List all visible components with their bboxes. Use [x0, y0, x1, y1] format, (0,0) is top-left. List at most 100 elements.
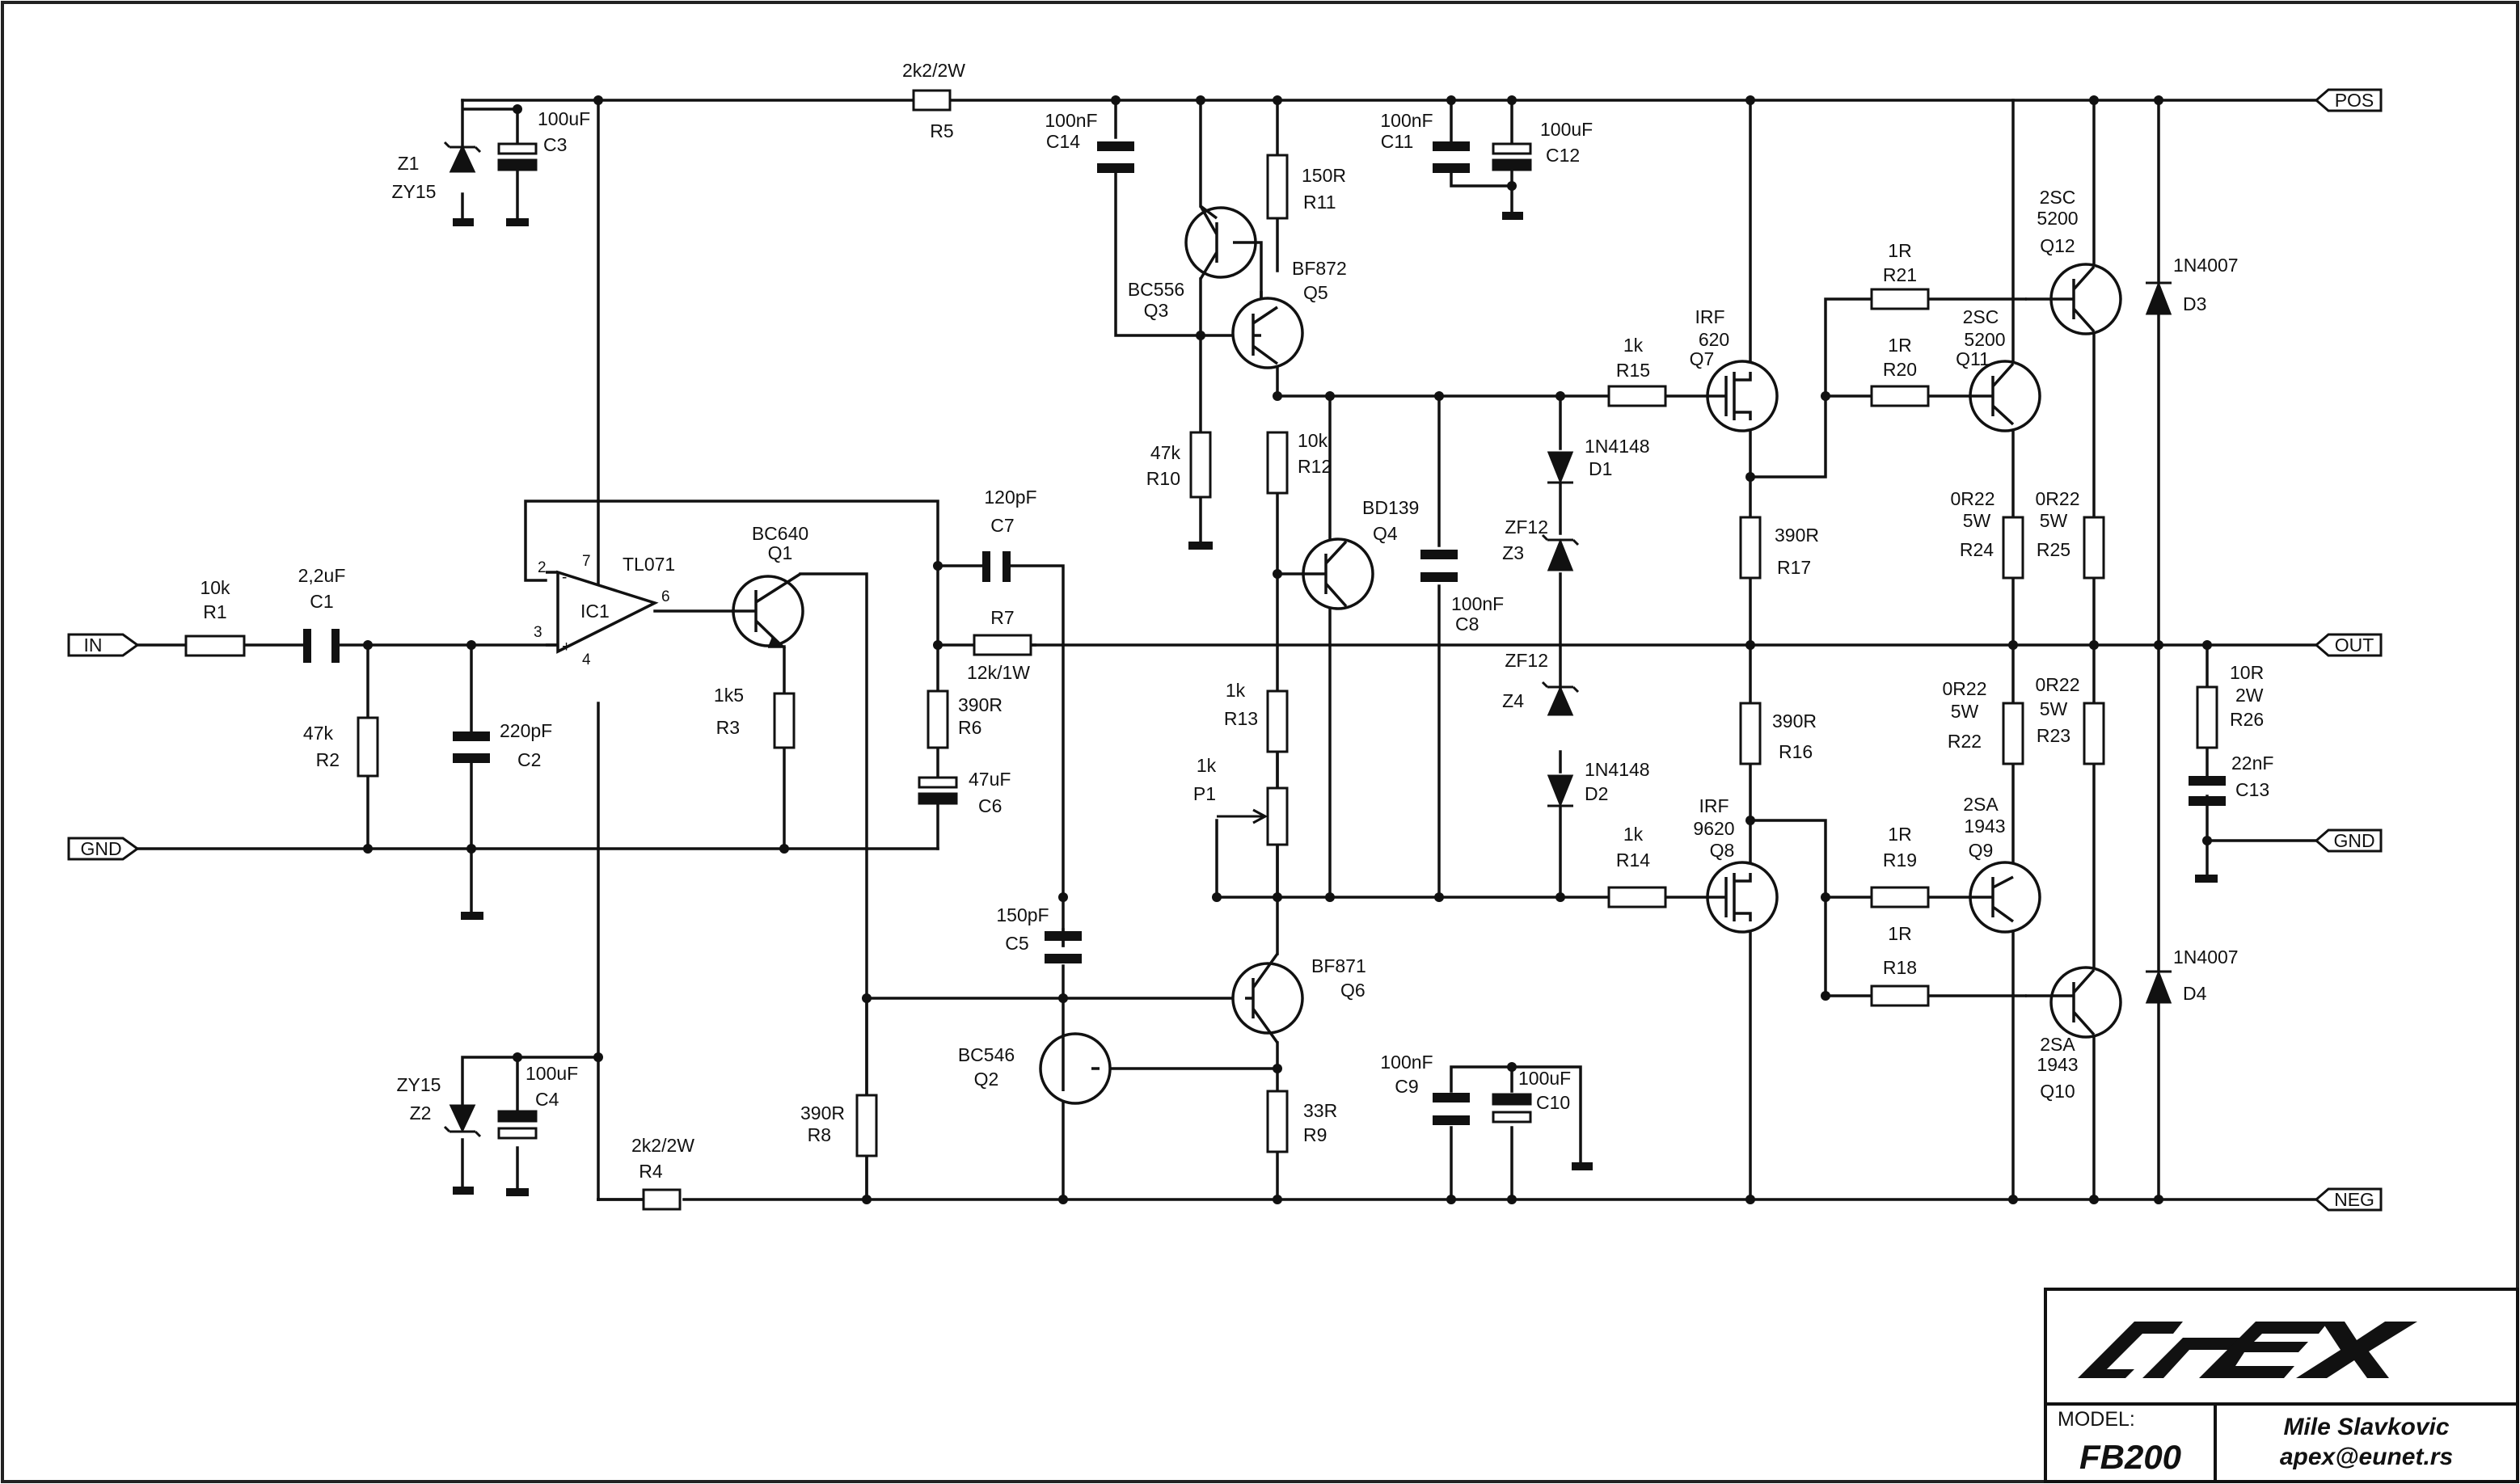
resistor-r16 — [1739, 702, 1762, 765]
zener-z4 — [1541, 681, 1580, 716]
label-schematic-components-d3-value: 1N4007 — [2173, 255, 2239, 276]
label-schematic-components-r13-value: 1k — [1226, 680, 1246, 701]
capacitors — [303, 141, 2226, 1125]
label-schematic-components-d3-ref: D3 — [2183, 293, 2206, 314]
label-schematic-opamp-pin_inv: 2 — [538, 559, 547, 576]
label-schematic-components-q10-ref: Q10 — [2040, 1081, 2075, 1102]
label-schematic-components-z1-value: ZY15 — [392, 181, 437, 202]
potentiometer-p1 — [1266, 786, 1289, 846]
capacitor-c11 — [1433, 141, 1470, 151]
label-schematic-components-q9-value2: 1943 — [1964, 816, 2005, 837]
label-schematic-components-c8-value: 100nF — [1451, 593, 1504, 614]
label-schematic-components-r9-value: 33R — [1303, 1100, 1337, 1121]
label-schematic-components-c7-ref: C7 — [990, 515, 1014, 536]
capacitor-c8 — [1420, 550, 1458, 559]
label-schematic-opamp-ref: IC1 — [580, 601, 610, 622]
label-schematic-components-d2-value: 1N4148 — [1585, 759, 1650, 780]
label-schematic-components-r11-value: 150R — [1302, 165, 1346, 186]
capacitor-c13 — [2189, 776, 2226, 786]
label-schematic-components-r12-value: 10k — [1298, 430, 1328, 451]
label-schematic-components-r19-ref: R19 — [1883, 850, 1917, 871]
label-schematic-ports-out: OUT — [2335, 634, 2374, 656]
resistor-r26 — [2196, 685, 2218, 749]
resistor-r9 — [1266, 1090, 1289, 1153]
label-schematic-components-r24-value2: 5W — [1963, 510, 1991, 531]
resistor-r15 — [1607, 385, 1667, 407]
capacitor-c4 — [497, 1110, 538, 1140]
label-schematic-components-c8-ref: C8 — [1455, 613, 1479, 634]
transistor-q4 — [1302, 538, 1374, 610]
label-schematic-components-c9-value: 100nF — [1380, 1052, 1433, 1073]
label-schematic-components-c6-value: 47uF — [969, 769, 1011, 790]
label-schematic-components-z1-ref: Z1 — [398, 153, 420, 174]
label-schematic-components-r2-value: 47k — [303, 723, 334, 744]
diode-d2 — [1547, 774, 1574, 808]
resistor-r18 — [1870, 984, 1930, 1007]
mosfet-q8 — [1706, 861, 1779, 934]
label-schematic-components-z3-ref: Z3 — [1502, 542, 1524, 563]
resistor-r12 — [1266, 431, 1289, 495]
label-schematic-components-q7-value1: IRF — [1695, 306, 1724, 327]
label-schematic-components-r6-value: 390R — [958, 694, 1003, 715]
junction-dots — [363, 95, 2212, 1204]
title-block: MODEL: FB200 Mile Slavkovic apex@eunet.r… — [2044, 1288, 2519, 1483]
label-schematic-components-r26-value2: 2W — [2235, 685, 2264, 706]
label-schematic-components-r9-ref: R9 — [1303, 1124, 1327, 1145]
label-schematic-components-q8-ref: Q8 — [1710, 840, 1735, 861]
label-schematic-components-r22-value1: 0R22 — [1943, 678, 1987, 699]
mosfet-q7 — [1706, 360, 1779, 432]
label-schematic-components-c10-value: 100uF — [1518, 1068, 1571, 1089]
diodes — [443, 141, 2172, 1138]
opamp-ic1: IC1 TL071 2 3 6 7 4 - + — [534, 553, 675, 668]
zener-z2 — [443, 1104, 482, 1138]
label-schematic-components-q4-value: BD139 — [1362, 497, 1419, 518]
label-schematic-components-c7-value: 120pF — [984, 487, 1036, 508]
label-schematic-components-c2-value: 220pF — [500, 720, 552, 741]
label-schematic-components-c1-value: 2,2uF — [298, 565, 346, 586]
resistor-r19 — [1870, 886, 1930, 909]
label-schematic-components-r13-ref: R13 — [1224, 708, 1258, 729]
label-schematic-ports-gnd_right: GND — [2333, 830, 2374, 851]
label-schematic-components-r23-value2: 5W — [2040, 698, 2068, 719]
resistor-r22 — [2002, 702, 2024, 765]
label-schematic-components-r21-ref: R21 — [1883, 264, 1917, 285]
transistors — [732, 204, 2122, 1105]
label-schematic-components-r18-ref: R18 — [1883, 957, 1917, 978]
resistor-r6 — [927, 689, 949, 749]
author-email: apex@eunet.rs — [2280, 1444, 2453, 1470]
label-schematic-components-c4-value: 100uF — [526, 1063, 578, 1084]
label-schematic-components-r24-ref: R24 — [1960, 539, 1994, 560]
transistor-q6 — [1231, 952, 1304, 1044]
label-schematic-components-q12-value1: 2SC — [2040, 187, 2076, 208]
label-schematic-opamp-sign_minus: - — [562, 569, 567, 586]
zener-z1 — [443, 141, 482, 173]
label-schematic-components-q3-ref: Q3 — [1144, 300, 1169, 321]
diode-d3 — [2145, 280, 2172, 315]
port-gnd-right: GND — [2314, 828, 2383, 853]
label-schematic-components-q2-value: BC546 — [958, 1044, 1015, 1065]
label-schematic-opamp-pin_noninv: 3 — [534, 624, 542, 641]
label-schematic-components-q3-value: BC556 — [1128, 279, 1184, 300]
resistor-r11 — [1266, 154, 1289, 220]
resistor-r13 — [1266, 689, 1289, 753]
label-schematic-components-r11-ref: R11 — [1303, 192, 1336, 213]
label-schematic-components-r24-value1: 0R22 — [1951, 488, 1995, 509]
resistor-r3 — [773, 692, 796, 749]
label-schematic-ports-pos: POS — [2335, 90, 2374, 111]
capacitor-c9 — [1433, 1093, 1470, 1102]
capacitor-c10 — [1492, 1093, 1532, 1124]
label-schematic-components-r17-ref: R17 — [1777, 557, 1811, 578]
label-schematic-components-r22-value2: 5W — [1951, 701, 1979, 722]
port-out: OUT — [2314, 633, 2383, 657]
capacitor-c3 — [497, 142, 538, 171]
label-schematic-components-q10-value2: 1943 — [2037, 1054, 2078, 1075]
label-schematic-components-r14-ref: R14 — [1616, 850, 1650, 871]
model-value: FB200 — [2079, 1438, 2181, 1476]
label-schematic-components-r20-value: 1R — [1888, 335, 1911, 356]
component-labels: 10k R1 2,2uF C1 47k R2 220pF C2 Z1 ZY15 … — [200, 60, 2273, 1182]
resistor-r23 — [2083, 702, 2105, 765]
label-schematic-components-r16-ref: R16 — [1779, 741, 1813, 762]
resistor-r4 — [642, 1188, 682, 1211]
label-schematic-components-c6-ref: C6 — [978, 795, 1002, 816]
